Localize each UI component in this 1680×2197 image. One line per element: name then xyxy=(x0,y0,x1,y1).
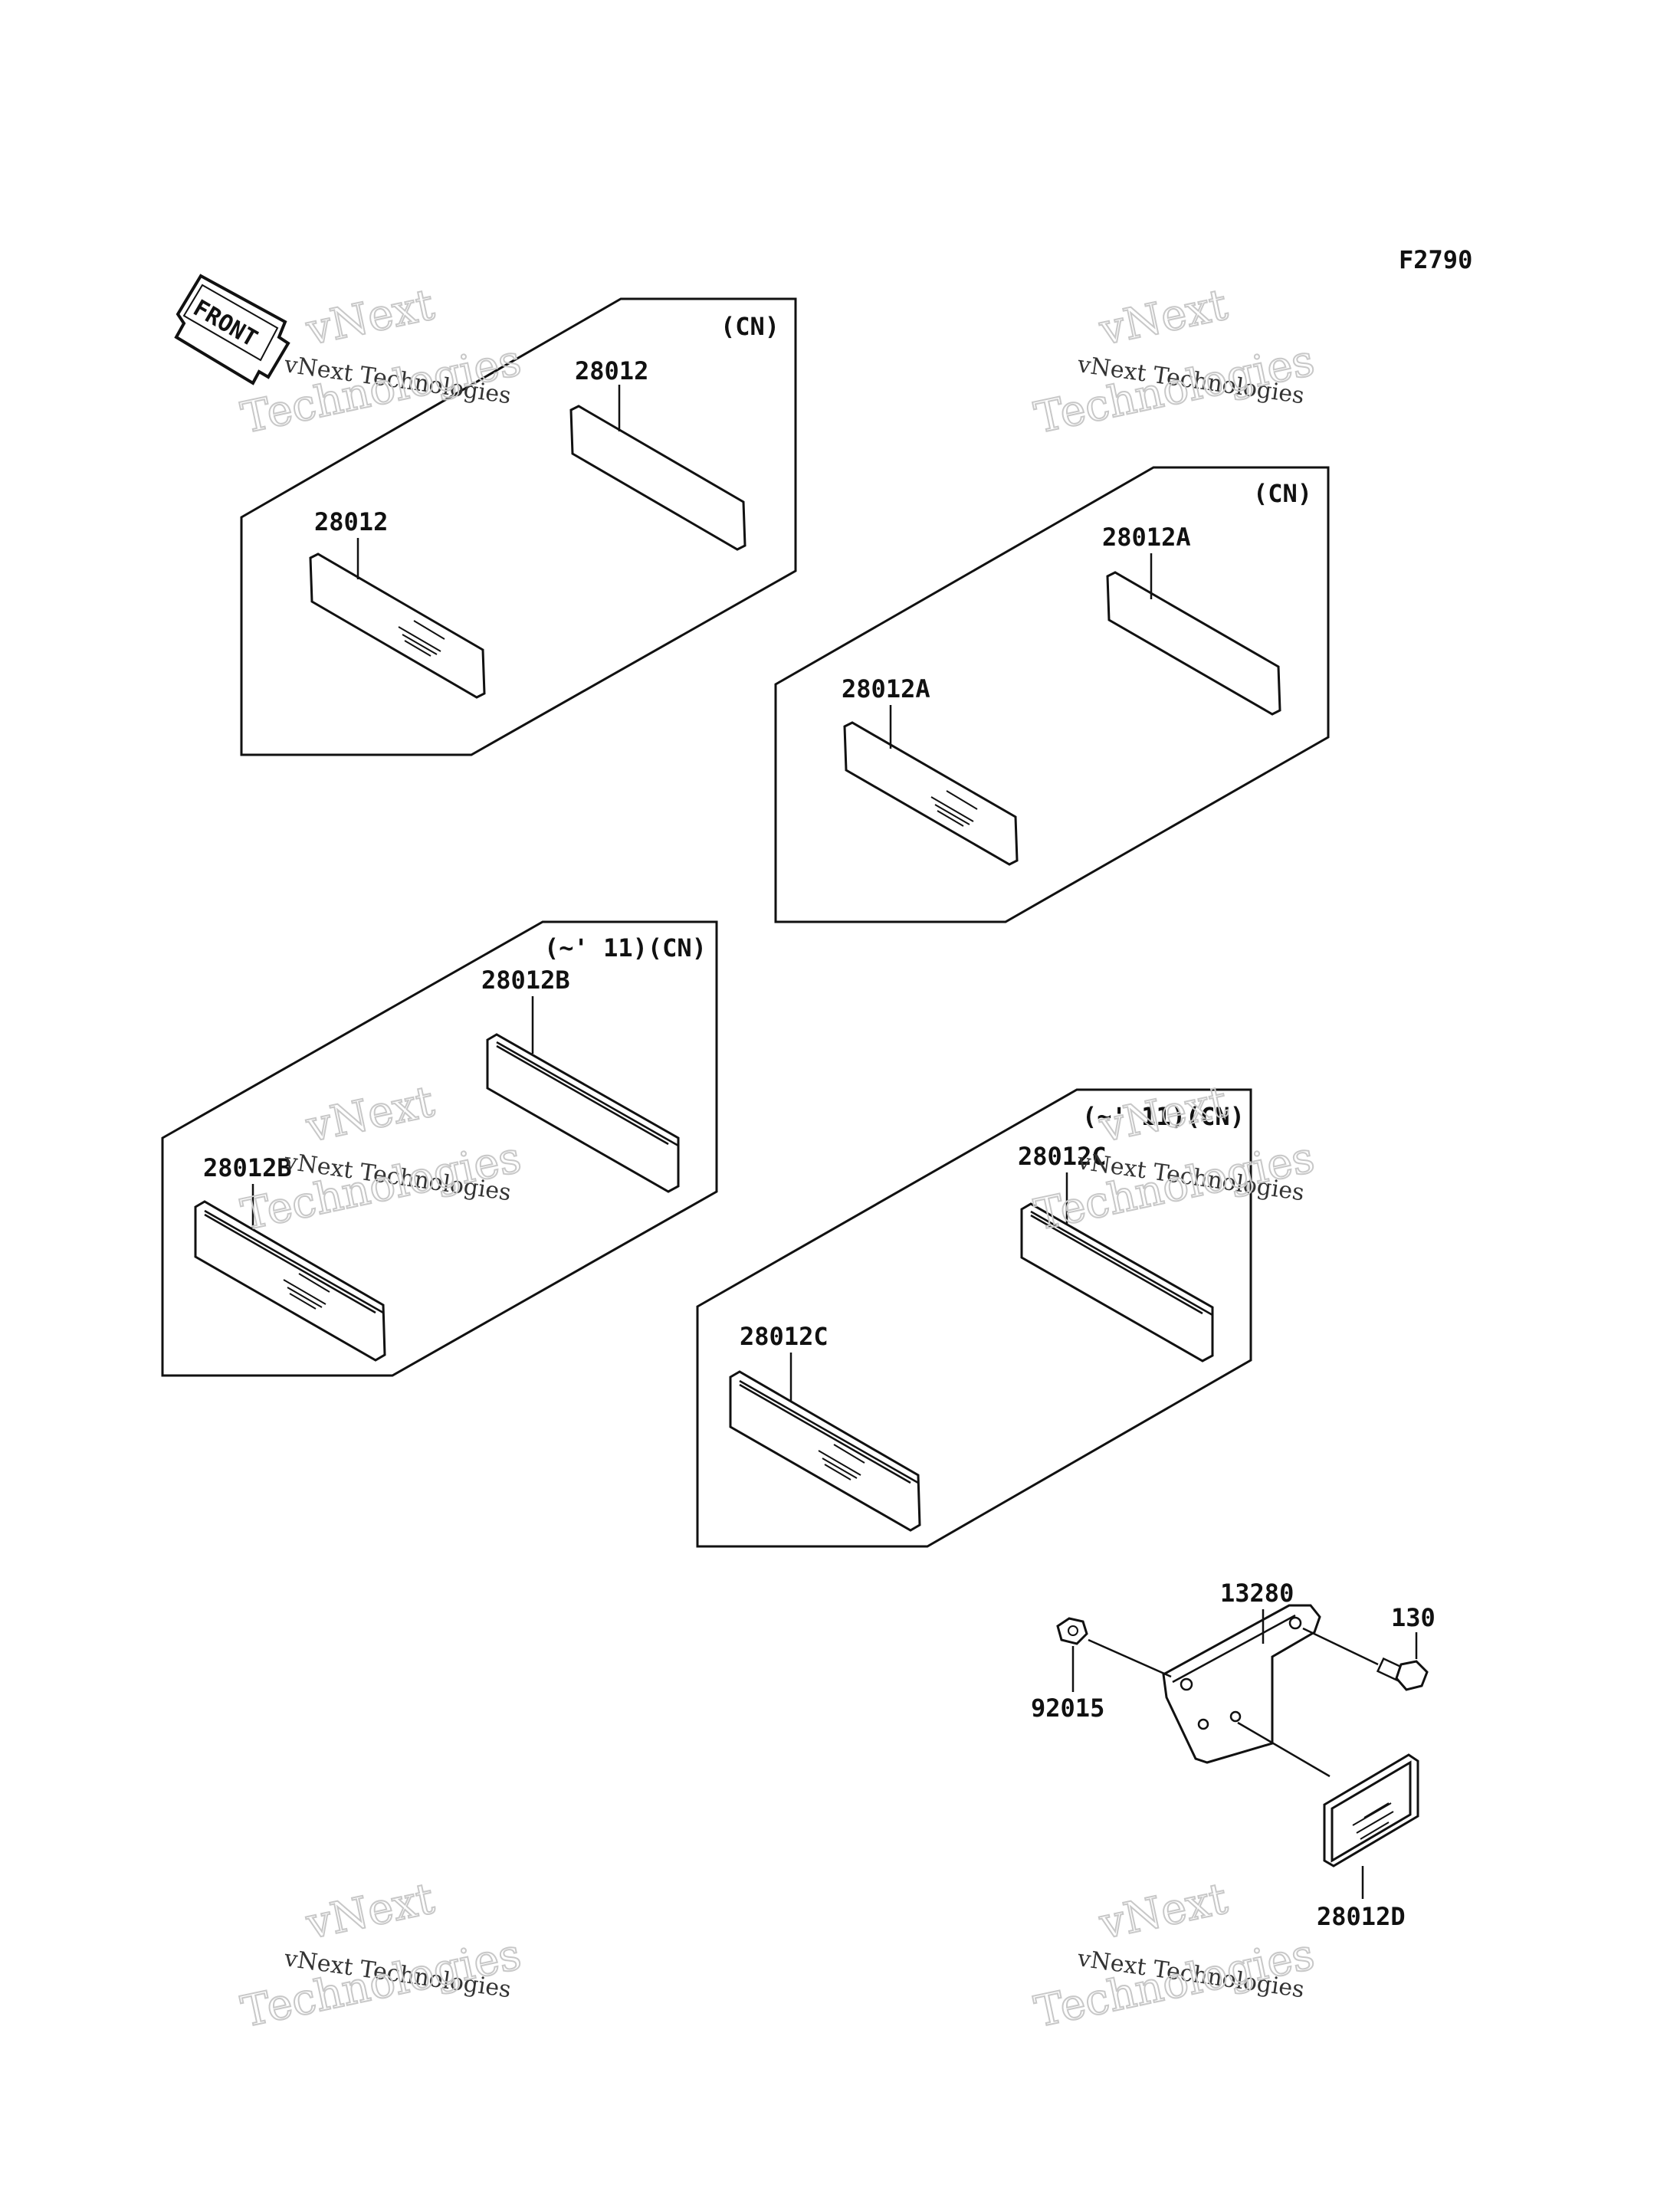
logo-emblem-icon xyxy=(818,1444,865,1481)
reflector-strip xyxy=(569,405,746,551)
svg-text:Technologies: Technologies xyxy=(1030,336,1318,444)
svg-text:Technologies: Technologies xyxy=(1030,1930,1318,2038)
nut-icon xyxy=(1056,1617,1088,1645)
logo-emblem-icon xyxy=(1352,1802,1394,1840)
part-label-28012B: 28012B xyxy=(203,1153,292,1182)
watermark: vNext vNext Technologies Technologies xyxy=(1029,279,1319,444)
svg-text:vNext: vNext xyxy=(1094,280,1232,356)
reflector-assembly: 13280 130 92015 28012D xyxy=(1031,1579,1436,1931)
watermark: vNext vNext Technologies Technologies xyxy=(236,1873,526,2038)
reflector-strip xyxy=(1106,571,1281,716)
reflector-strip xyxy=(486,1033,680,1193)
part-label-28012D: 28012D xyxy=(1317,1902,1406,1931)
group-2: (CN) 28012A 28012A xyxy=(774,466,1330,923)
bolt-icon xyxy=(1376,1657,1429,1691)
watermark: vNext vNext Technologies Technologies xyxy=(236,279,526,444)
part-label-130: 130 xyxy=(1391,1603,1436,1632)
group-4-frame xyxy=(696,1088,1252,1548)
part-label-92015: 92015 xyxy=(1031,1694,1104,1723)
group-4-tag: (~' 11)(CN) xyxy=(1082,1102,1245,1131)
reflector-strip xyxy=(843,721,1019,866)
svg-text:vNext: vNext xyxy=(301,1077,438,1153)
group-1-frame xyxy=(240,297,797,756)
figure-code: F2790 xyxy=(1399,245,1472,274)
part-label-28012C: 28012C xyxy=(740,1322,829,1351)
svg-text:vNext: vNext xyxy=(301,280,438,356)
svg-text:Technologies: Technologies xyxy=(237,1133,525,1241)
part-label-28012: 28012 xyxy=(314,507,388,536)
group-2-tag: (CN) xyxy=(1253,479,1312,508)
logo-emblem-icon xyxy=(283,1273,330,1310)
part-label-28012C: 28012C xyxy=(1018,1142,1107,1171)
part-label-28012B: 28012B xyxy=(481,966,570,995)
reflector-strip xyxy=(1020,1202,1214,1362)
svg-text:vNext: vNext xyxy=(1094,1077,1232,1153)
group-1-tag: (CN) xyxy=(720,312,779,341)
group-4: (~' 11)(CN) 28012C 28012C xyxy=(696,1088,1252,1548)
group-3-tag: (~' 11)(CN) xyxy=(544,933,707,962)
group-2-frame xyxy=(774,466,1330,923)
group-1: (CN) 28012 28012 xyxy=(240,297,797,756)
logo-emblem-icon xyxy=(930,790,978,827)
reflector-strip xyxy=(194,1200,386,1362)
svg-text:vNext: vNext xyxy=(301,1874,438,1949)
reflector-lens xyxy=(1331,1760,1412,1863)
watermark: vNext vNext Technologies Technologies xyxy=(1029,1873,1319,2038)
group-3-frame xyxy=(161,920,718,1377)
svg-text:vNext: vNext xyxy=(1094,1874,1232,1949)
part-label-28012A: 28012A xyxy=(1102,523,1191,552)
logo-emblem-icon xyxy=(398,620,445,657)
svg-text:Technologies: Technologies xyxy=(237,1930,525,2038)
reflector-strip xyxy=(729,1370,921,1532)
part-label-28012: 28012 xyxy=(575,356,648,385)
part-label-13280: 13280 xyxy=(1220,1579,1294,1608)
group-3: (~' 11)(CN) 28012B 28012B xyxy=(161,920,718,1377)
reflector-strip xyxy=(309,553,486,699)
part-label-28012A: 28012A xyxy=(842,674,930,703)
front-arrow-icon: FRONT xyxy=(174,274,290,385)
